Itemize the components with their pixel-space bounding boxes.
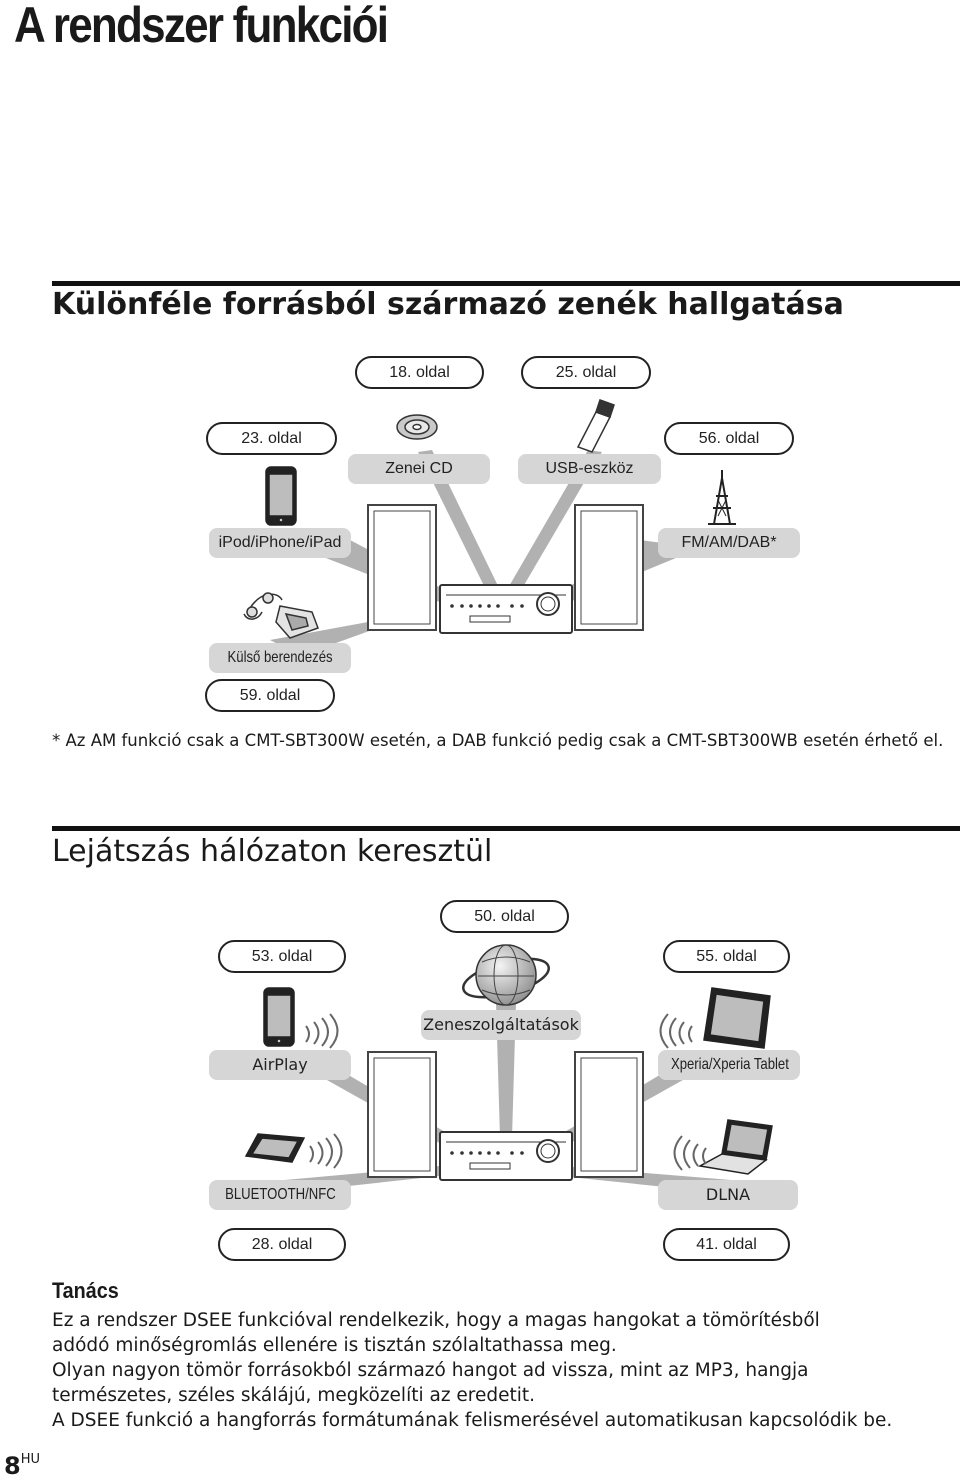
label-dlna: DLNA [658,1180,798,1210]
main-unit-2 [439,1131,573,1181]
usb-stick-icon [576,399,615,453]
tower-icon [708,470,736,525]
wifi-waves-icon-xperia [659,1013,693,1049]
external-device-icon [243,592,319,639]
footnote: * Az AM funkció csak a CMT-SBT300W eseté… [52,731,944,750]
page-ref-cd: 18. oldal [355,356,484,389]
section2-title: Lejátszás hálózaton keresztül [52,834,493,869]
page-lang: HU [20,1452,40,1467]
laptop-icon [697,1119,773,1175]
page-ref-xperia: 55. oldal [663,940,790,973]
tip-line: Olyan nagyon tömör forrásokból származó … [52,1360,809,1381]
wifi-waves-icon-bluetooth [309,1133,343,1169]
label-bluetooth: BLUETOOTH/NFC [209,1180,351,1210]
globe-icon [462,944,550,1006]
xperia-tablet-icon [703,987,771,1049]
main-unit-2-buttons [450,1151,524,1155]
page-ref-airplay: 53. oldal [218,940,346,973]
wifi-waves-icon-airplay [305,1013,339,1049]
iphone-icon-1 [265,466,297,526]
label-usb: USB-eszköz [518,454,661,484]
section-rule [52,826,960,831]
page-ref-external: 59. oldal [205,679,335,712]
page-ref-radio: 56. oldal [664,422,794,455]
speaker-left-1 [367,504,437,631]
tip-line: adódó minőségromlás ellenére is tisztán … [52,1335,617,1356]
tip-line: A DSEE funkció a hangforrás formátumának… [52,1410,893,1431]
wifi-waves-icon-dlna [673,1135,707,1171]
main-unit-1-buttons [450,604,524,608]
tip-title: Tanács [52,1278,119,1303]
main-unit-1 [439,584,573,634]
label-ipod: iPod/iPhone/iPad [209,528,351,558]
section-rule [52,281,960,286]
label-radio: FM/AM/DAB* [658,528,800,558]
label-airplay: AirPlay [209,1050,351,1080]
label-cd: Zenei CD [348,454,490,484]
tip-line: természetes, széles skálájú, megközelíti… [52,1385,536,1406]
page-title: A rendszer funkciói [14,0,389,53]
bluetooth-phone-icon [244,1133,306,1163]
page-ref-dlna: 41. oldal [663,1228,790,1261]
label-xperia: Xperia/Xperia Tablet [658,1050,800,1080]
speaker-right-1 [574,504,644,631]
page-ref-ipod: 23. oldal [206,422,337,455]
tip-line: Ez a rendszer DSEE funkcióval rendelkezi… [52,1310,820,1331]
page-ref-music: 50. oldal [440,900,569,933]
speaker-right-2 [574,1051,644,1178]
page-ref-usb: 25. oldal [521,356,651,389]
iphone-icon-2 [263,987,295,1047]
page-ref-bluetooth: 28. oldal [218,1228,346,1261]
label-external: Külső berendezés [209,643,351,673]
speaker-left-2 [367,1051,437,1178]
page-number: 8HU [4,1452,40,1480]
section1-title: Különféle forrásból származó zenék hallg… [52,287,844,322]
cd-icon [396,414,438,440]
label-music-services: Zeneszolgáltatások [421,1010,581,1040]
